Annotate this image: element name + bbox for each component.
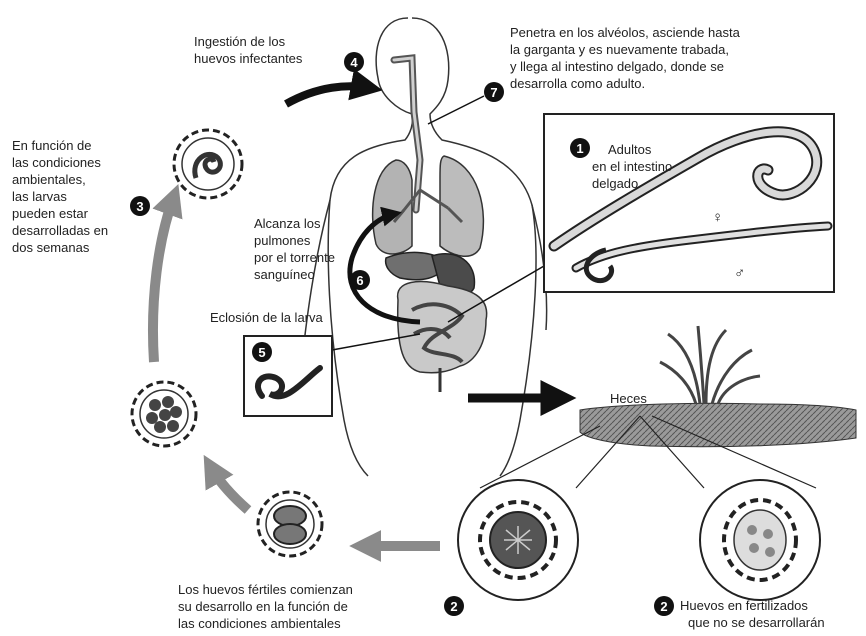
egg-two-cells: [258, 492, 322, 556]
internal-organs-illustration: [373, 58, 487, 392]
step-badge-7: 7: [484, 82, 504, 102]
cycle-arrow-to-upper-left: [153, 196, 174, 362]
svg-text:3: 3: [136, 199, 143, 214]
environment-label: En función de las condiciones ambientale…: [12, 138, 112, 255]
step-badge-1: 1: [570, 138, 590, 158]
step-badge-2-fertile: 2: [444, 596, 464, 616]
ingestion-label: Ingestión de los huevos infectantes: [194, 34, 303, 66]
arrow-to-mouth: [286, 86, 370, 104]
fertilized-egg-in-soil: [458, 480, 578, 600]
soil-and-grass-illustration: [580, 326, 856, 447]
svg-text:5: 5: [258, 345, 265, 360]
svg-text:4: 4: [350, 55, 358, 70]
step-badge-6: 6: [350, 270, 370, 290]
svg-text:1: 1: [576, 141, 583, 156]
adults-box: [544, 114, 834, 292]
hatching-label: Eclosión de la larva: [210, 310, 323, 325]
penetration-label: Penetra en los alvéolos, asciende hasta …: [510, 25, 743, 91]
fertile-eggs-label: Los huevos fértiles comienzan su desarro…: [178, 582, 357, 631]
pointer-line-7: [428, 96, 484, 124]
svg-text:2: 2: [660, 599, 667, 614]
svg-text:7: 7: [490, 85, 497, 100]
unfertilized-eggs-label: Huevos en fertilizados que no se desarro…: [680, 598, 825, 630]
cycle-arrow-to-bottom-left: [210, 466, 248, 510]
step-badge-4: 4: [344, 52, 364, 72]
infective-egg-upper-left: [174, 130, 242, 198]
step-badge-3: 3: [130, 196, 150, 216]
male-symbol: ♂: [734, 265, 745, 282]
feces-label: Heces: [610, 391, 647, 406]
female-symbol: ♀: [712, 209, 723, 226]
step-badge-2-unfertilized: 2: [654, 596, 674, 616]
svg-text:6: 6: [356, 273, 363, 288]
unfertilized-egg-in-soil: [700, 480, 820, 600]
egg-with-morula: [132, 382, 196, 446]
svg-text:2: 2: [450, 599, 457, 614]
step-badge-5: 5: [252, 342, 272, 362]
lungs-label: Alcanza los pulmones por el torrente san…: [254, 216, 339, 282]
